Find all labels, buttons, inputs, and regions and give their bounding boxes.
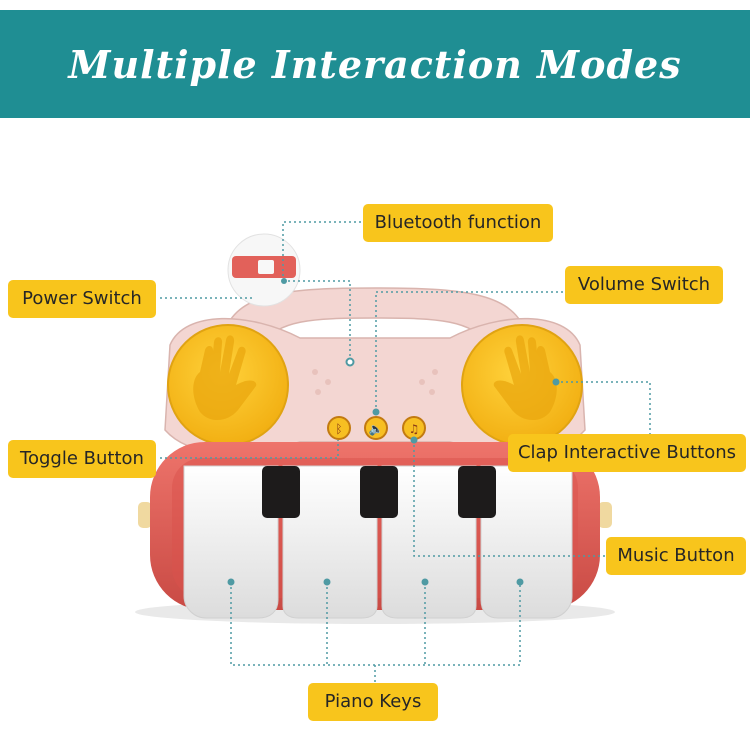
volume-button[interactable]: 🔈 <box>364 416 388 440</box>
right-clap-button[interactable] <box>461 324 583 446</box>
left-clap-button[interactable] <box>167 324 289 446</box>
power-switch-inset <box>227 233 301 307</box>
piano-keys <box>183 465 573 619</box>
piano-keys-callout: Piano Keys <box>308 683 438 721</box>
piano-black-key[interactable] <box>360 466 398 518</box>
hand-icon <box>193 335 257 421</box>
piano-key[interactable] <box>381 465 477 619</box>
bluetooth-icon: ᛒ <box>335 422 342 436</box>
piano-black-key[interactable] <box>458 466 496 518</box>
volume-icon: 🔈 <box>369 422 384 436</box>
power-switch-callout: Power Switch <box>8 280 156 318</box>
title-banner: Multiple Interaction Modes <box>0 10 750 118</box>
hand-icon <box>493 335 557 421</box>
music-note-icon: ♫ <box>409 422 420 436</box>
bluetooth-callout: Bluetooth function <box>363 204 553 242</box>
music-button-callout: Music Button <box>606 537 746 575</box>
toggle-button[interactable]: ᛒ <box>327 416 351 440</box>
piano-key[interactable] <box>282 465 378 619</box>
leader-lines <box>160 221 651 684</box>
page-title: Multiple Interaction Modes <box>68 41 682 87</box>
piano-key[interactable] <box>480 465 573 619</box>
music-button[interactable]: ♫ <box>402 416 426 440</box>
piano-key[interactable] <box>183 465 279 619</box>
leader-dots <box>227 357 560 586</box>
toggle-button-callout: Toggle Button <box>8 440 156 478</box>
piano-black-key[interactable] <box>262 466 300 518</box>
clap-buttons-callout: Clap Interactive Buttons <box>508 434 746 472</box>
volume-switch-callout: Volume Switch <box>565 266 723 304</box>
